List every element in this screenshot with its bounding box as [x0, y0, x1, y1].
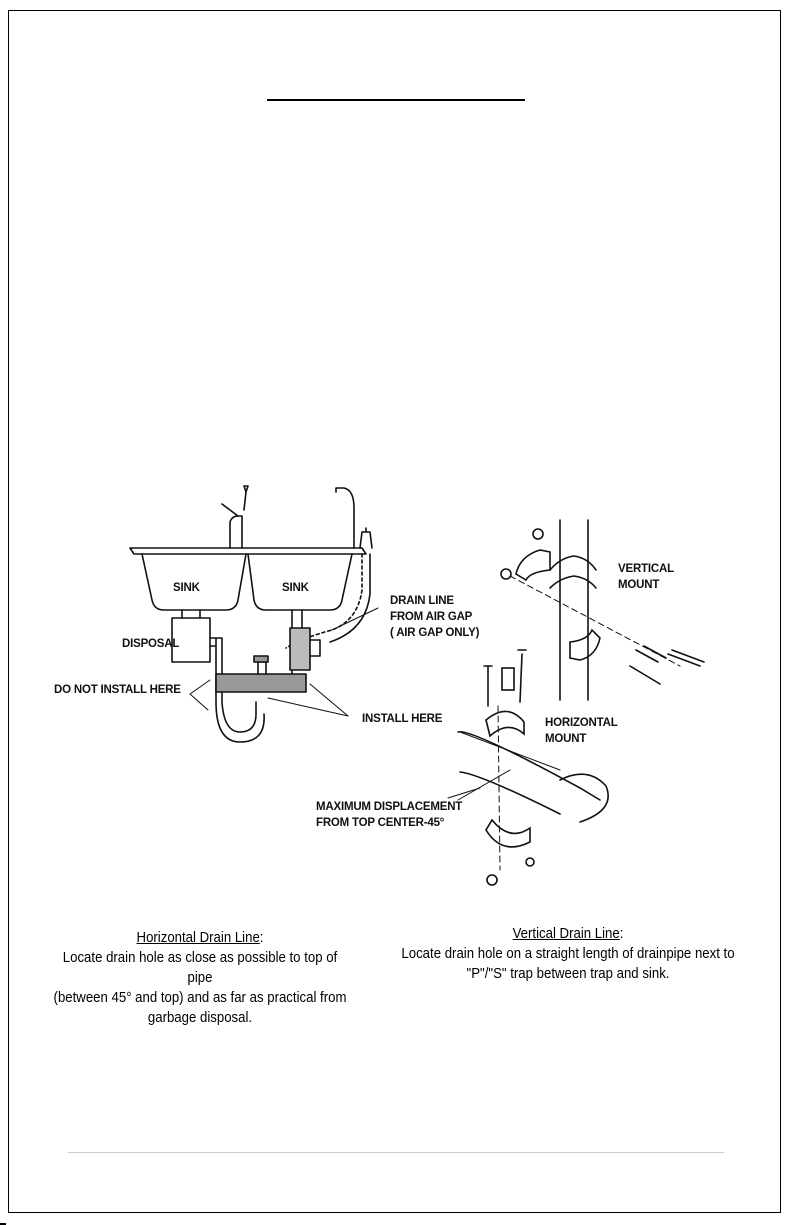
title-underline: [267, 99, 525, 101]
vertical-mount-label-1: VERTICAL: [618, 563, 674, 575]
drain-line-label-2: FROM AIR GAP: [390, 611, 473, 623]
sink-basin-right: [247, 553, 353, 611]
faucet-left: [221, 485, 249, 549]
vertical-bolt: [667, 649, 705, 667]
do-not-install-label: DO NOT INSTALL HERE: [54, 684, 181, 696]
countertop: [129, 547, 367, 555]
vertical-drain-caption: Vertical Drain Line: Locate drain hole o…: [401, 925, 735, 982]
vertical-saddle-back: [515, 549, 551, 582]
horizontal-drain-line-3: garbage disposal.: [147, 1009, 253, 1026]
drain-line-label-1: DRAIN LINE: [390, 595, 454, 607]
footer-rule: [68, 1152, 724, 1153]
vertical-mount-label-2: MOUNT: [618, 579, 659, 591]
sink-right-label: SINK: [282, 582, 310, 594]
horizontal-bolt-left: [483, 665, 493, 707]
sink-left-label: SINK: [173, 582, 201, 594]
drain-installation-diagram: SINK SINK DISPOSAL DRAIN LINE FROM AIR G…: [54, 485, 705, 886]
vertical-drain-line-1: Locate drain hole on a straight length o…: [401, 945, 735, 962]
corner-mark: [0, 1223, 6, 1225]
page-border: [8, 10, 781, 1213]
faucet-right: [335, 487, 355, 549]
horizontal-drain-caption: Horizontal Drain Line: Locate drain hole…: [53, 929, 347, 1026]
horizontal-drain-heading: Horizontal Drain Line: [136, 929, 260, 946]
horizontal-drain-line-2: (between 45° and top) and as far as prac…: [53, 989, 347, 1006]
horizontal-saddle-bottom: [485, 818, 531, 848]
install-here-label: INSTALL HERE: [362, 713, 443, 725]
waste-pipe: [215, 673, 307, 693]
horizontal-mount-label-2: MOUNT: [545, 733, 586, 745]
disposal-label: DISPOSAL: [122, 638, 179, 650]
horizontal-pipe: [457, 730, 601, 815]
vertical-drain-line-2: "P"/"S" trap between trap and sink.: [466, 965, 670, 982]
vertical-saddle-front: [569, 628, 601, 661]
vertical-drain-heading: Vertical Drain Line: [512, 925, 620, 942]
tee-fitting: [289, 627, 311, 671]
horizontal-bolt-right: [517, 649, 527, 703]
sink-basin-left: [141, 553, 247, 611]
vertical-pipe: [559, 519, 589, 701]
horizontal-saddle-top: [485, 710, 525, 738]
disposal-unit: [171, 617, 211, 663]
max-displacement-label-2: FROM TOP CENTER-45°: [316, 817, 445, 829]
drain-line-label-3: ( AIR GAP ONLY): [390, 627, 480, 639]
horizontal-mount-label-1: HORIZONTAL: [545, 717, 618, 729]
horizontal-drain-line-1: Locate drain hole as close as possible t…: [62, 949, 338, 986]
max-displacement-label-1: MAXIMUM DISPLACEMENT: [316, 801, 462, 813]
